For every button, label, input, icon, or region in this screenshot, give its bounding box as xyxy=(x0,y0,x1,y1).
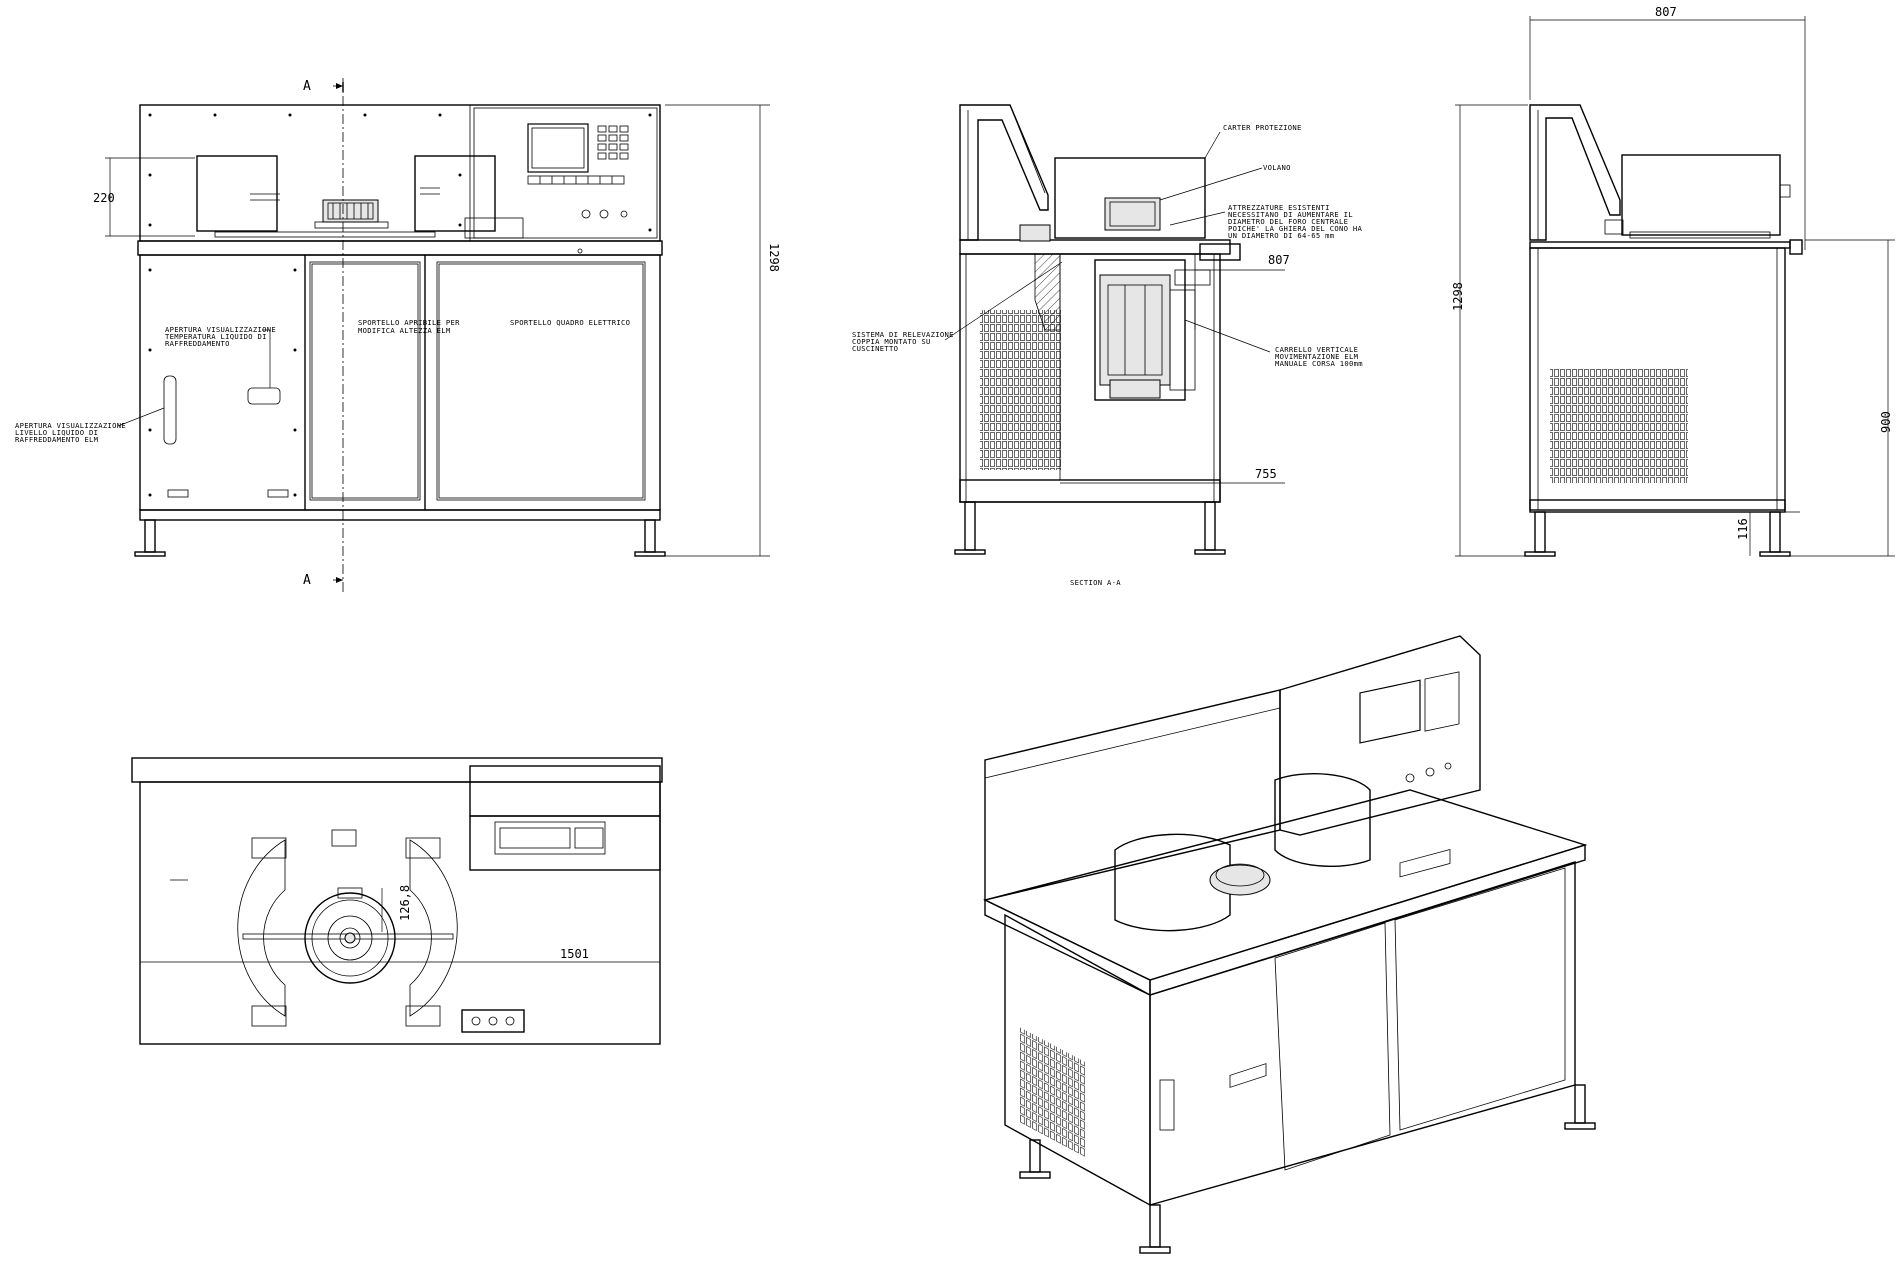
label-temp-window-1: APERTURA VISUALIZZAZIONE xyxy=(165,325,276,334)
section-mark-bottom: A xyxy=(303,573,311,588)
top-view: 1501 126,8 xyxy=(131,757,663,1045)
label-carriage-3: MANUALE CORSA 100mm xyxy=(1275,359,1363,368)
label-torque-1: SISTEMA DI RELEVAZIONE xyxy=(852,330,954,339)
label-torque-2: COPPIA MONTATO SU xyxy=(852,337,931,346)
dim-755: 755 xyxy=(1255,467,1277,481)
dim-1298-front: 1298 xyxy=(767,243,781,272)
dim-116: 116 xyxy=(1736,518,1750,540)
label-level-window-2: LIVELLO LIQUIDO DI xyxy=(15,428,98,437)
dim-126-8: 126,8 xyxy=(398,885,412,921)
dim-1298-side: 1298 xyxy=(1451,282,1465,311)
dim-900: 900 xyxy=(1879,411,1893,433)
dim-807-section: 807 xyxy=(1268,253,1290,267)
label-carriage-2: MOVIMENTAZIONE ELM xyxy=(1275,352,1359,361)
isometric-view xyxy=(982,635,1596,1254)
label-tooling-5: UN DIAMETRO DI 64-65 mm xyxy=(1228,231,1334,240)
label-tooling-1: ATTREZZATURE ESISTENTI xyxy=(1228,203,1330,212)
label-tooling-4: POICHE' LA GHIERA DEL CONO HA xyxy=(1228,224,1363,233)
label-temp-window-2: TEMPERATURA LIQUIDO DI xyxy=(165,332,267,341)
label-panel-door: SPORTELLO QUADRO ELETTRICO xyxy=(510,318,630,327)
dim-1501: 1501 xyxy=(560,947,589,961)
label-level-window-3: RAFFREDDAMENTO ELM xyxy=(15,435,99,444)
label-torque-3: CUSCINETTO xyxy=(852,344,898,353)
label-door-height-2: MODIFICA ALTEZZA ELM xyxy=(358,326,451,335)
section-mark-top: A xyxy=(303,79,311,94)
front-view: A A 220 1298 SPORTELLO APRIBILE PER MODI… xyxy=(15,78,781,595)
label-door-height-1: SPORTELLO APRIBILE PER xyxy=(358,318,460,327)
label-flywheel: VOLANO xyxy=(1263,163,1291,172)
label-level-window-1: APERTURA VISUALIZZAZIONE xyxy=(15,421,126,430)
dim-220: 220 xyxy=(93,191,115,205)
label-guard: CARTER PROTEZIONE xyxy=(1223,123,1302,132)
label-tooling-2: NECESSITANO DI AUMENTARE IL xyxy=(1228,210,1353,219)
side-view: 807 1298 900 116 xyxy=(1451,5,1895,557)
front-bolt-dots xyxy=(148,113,652,497)
label-temp-window-3: RAFFREDDAMENTO xyxy=(165,339,230,348)
label-carriage-1: CARRELLO VERTICALE xyxy=(1275,345,1358,354)
dim-807-side: 807 xyxy=(1655,5,1677,19)
section-view: 807 755 CARTER PROTEZIONE VOLANO ATTREZZ… xyxy=(852,104,1363,587)
label-tooling-3: DIAMETRO DEL FORO CENTRALE xyxy=(1228,217,1348,226)
front-keypad xyxy=(527,125,629,185)
section-caption: SECTION A-A xyxy=(1070,578,1121,587)
